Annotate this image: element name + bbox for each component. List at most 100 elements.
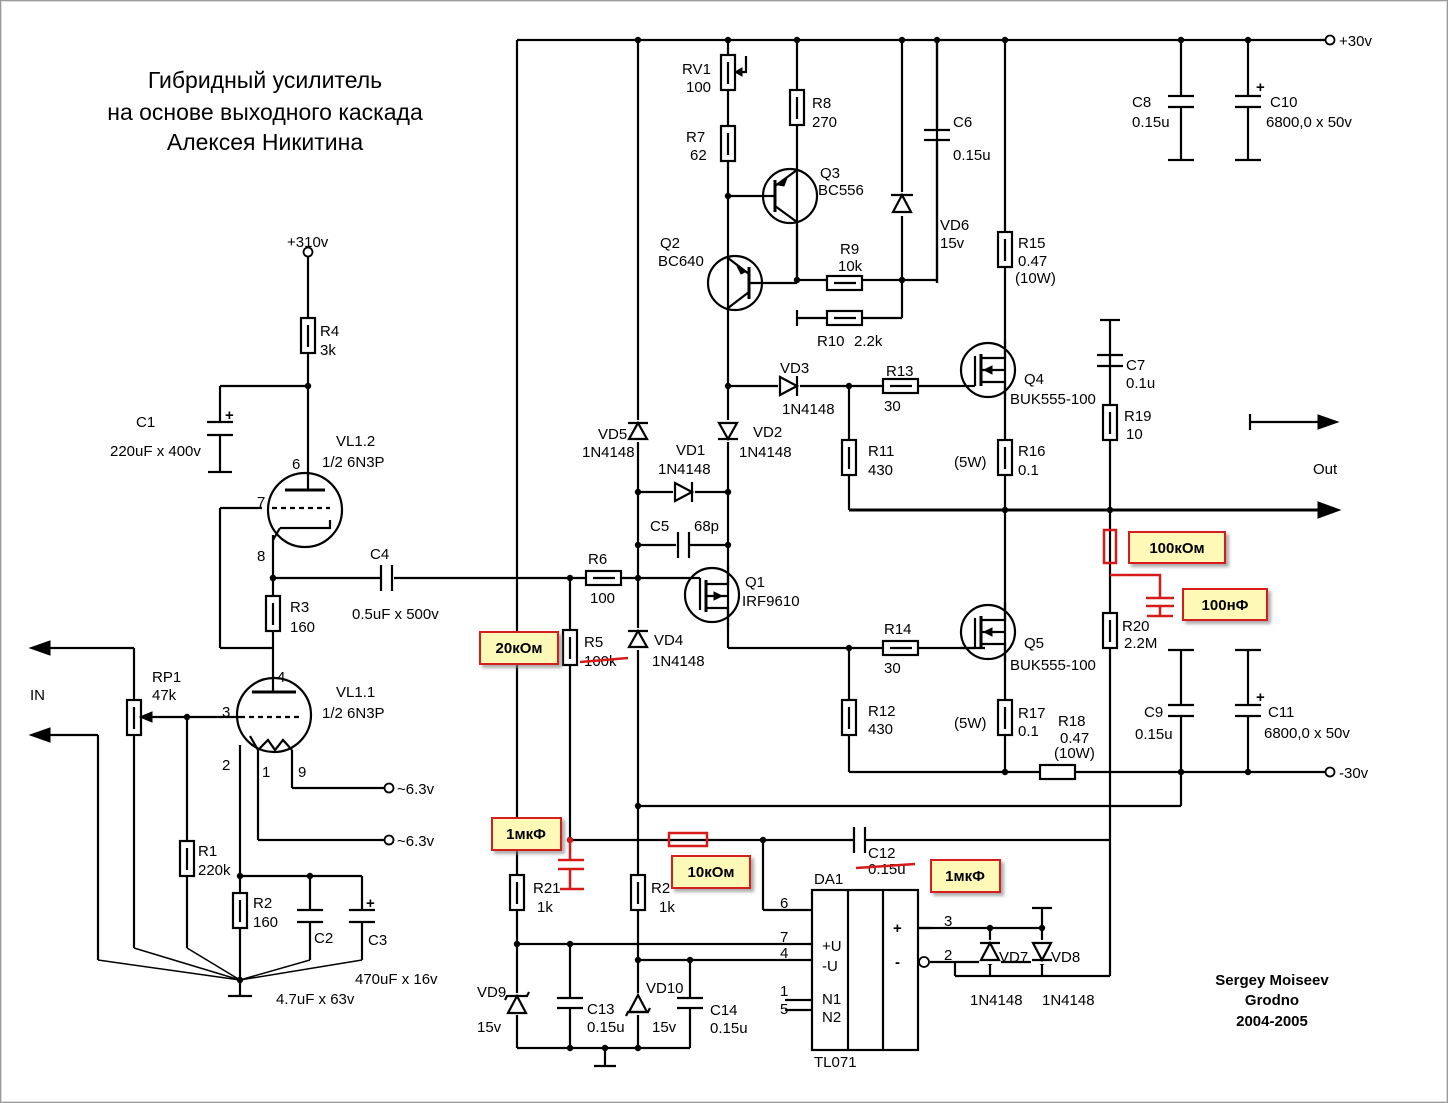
zener-vd9 <box>504 991 530 1015</box>
opamp-plus-u: +U <box>822 938 842 955</box>
vd2-name: VD2 <box>753 424 782 441</box>
c7-value: 0.1u <box>1126 375 1155 392</box>
q4-value: BUK555-100 <box>1010 391 1096 408</box>
transistor-q3 <box>761 167 819 225</box>
resistor-r7 <box>719 124 737 163</box>
vd10-name: VD10 <box>646 980 684 997</box>
r16-name: R16 <box>1018 443 1046 460</box>
opamp-n1: N1 <box>822 991 841 1008</box>
r22-name: R2 <box>651 880 670 897</box>
vl11-value: 1/2 6N3P <box>322 705 385 722</box>
vd1-value: 1N4148 <box>658 461 711 478</box>
resistor-r5 <box>561 628 579 667</box>
vl11-name: VL1.1 <box>336 684 375 701</box>
terminal-plus310: +310v <box>287 234 329 258</box>
annotation-6: 1мкФ <box>945 868 985 885</box>
resistor-r16 <box>996 438 1014 477</box>
r15-name: R15 <box>1018 235 1046 252</box>
resistor-r22 <box>629 873 647 912</box>
c6-name: C6 <box>953 114 972 131</box>
c14-value: 0.15u <box>710 1020 748 1037</box>
tube-vl11 <box>235 676 313 754</box>
author-city: Grodno <box>1245 992 1299 1009</box>
diode-vd7 <box>979 940 1001 964</box>
pin-opamp-3: 3 <box>944 913 952 930</box>
resistor-r2 <box>231 891 249 930</box>
r4-value: 3k <box>320 342 336 359</box>
resistor-r12 <box>840 698 858 737</box>
r12-name: R12 <box>868 703 896 720</box>
annotation-1: 100кОм <box>1149 540 1204 557</box>
terminal-minus30-icon <box>1324 766 1336 778</box>
pin-tube-8: 8 <box>257 548 265 565</box>
terminal-heater2-icon <box>383 834 395 846</box>
c6-value: 0.15u <box>953 147 991 164</box>
annotation-box-4 <box>491 817 562 851</box>
rp1-value: 47k <box>152 687 177 704</box>
r8-name: R8 <box>812 95 831 112</box>
rv1-name: RV1 <box>682 61 711 78</box>
c5-name: C5 <box>650 518 669 535</box>
resistor-r19 <box>1101 403 1119 442</box>
resistor-r8 <box>788 88 806 127</box>
pin-opamp-7: 7 <box>780 929 788 946</box>
in-label: IN <box>30 687 45 704</box>
r14-name: R14 <box>884 621 912 638</box>
pin-opamp-4: 4 <box>780 945 788 962</box>
title: Гибридный усилитель на основе выходного … <box>107 67 423 155</box>
rail-plus30-label: +30v <box>1339 33 1372 50</box>
pin-opamp-2: 2 <box>944 947 952 964</box>
q1-name: Q1 <box>745 574 765 591</box>
c1-value: 220uF x 400v <box>110 443 201 460</box>
q5-name: Q5 <box>1024 635 1044 652</box>
mosfet-q4 <box>959 340 1017 400</box>
vd6-value: 15v <box>940 235 965 252</box>
c7-name: C7 <box>1126 357 1145 374</box>
svg-text:+: + <box>1256 689 1265 706</box>
rp1-name: RP1 <box>152 669 181 686</box>
title-line-2: на основе выходного каскада <box>107 99 423 125</box>
r18-name: R18 <box>1058 713 1086 730</box>
diode-vd5 <box>627 420 649 442</box>
pin-tube-9: 9 <box>298 764 306 781</box>
r21-value: 1k <box>537 899 553 916</box>
r17-power: (5W) <box>954 715 987 732</box>
author-block: Sergey Moiseev Grodno 2004-2005 <box>1215 972 1329 1030</box>
r16-power: (5W) <box>954 454 987 471</box>
vl12-value: 1/2 6N3P <box>322 454 385 471</box>
capacitor-c8 <box>1168 94 1194 109</box>
terminal-heater: ~6.3v ~6.3v <box>383 781 435 850</box>
rv1-value: 100 <box>686 79 711 96</box>
pin-tube-3: 3 <box>222 704 230 721</box>
c12-value: 0.15u <box>868 861 906 878</box>
mosfet-q1 <box>683 566 741 626</box>
da1-name: DA1 <box>814 871 843 888</box>
title-line-1: Гибридный усилитель <box>148 67 382 93</box>
annotation-2: 100нФ <box>1202 597 1249 614</box>
c11-name: C11 <box>1268 704 1294 721</box>
capacitor-c7 <box>1097 353 1123 368</box>
opamp-minus-input: - <box>895 954 900 971</box>
opamp-plus-input: + <box>893 920 902 937</box>
out-arrow-icon <box>1248 414 1342 519</box>
rail-minus30-label: -30v <box>1339 765 1369 782</box>
annotation-box-1 <box>1128 531 1226 564</box>
pin-opamp-5: 5 <box>780 1001 788 1018</box>
r8-value: 270 <box>812 114 837 131</box>
author-name: Sergey Moiseev <box>1215 972 1329 989</box>
c13-name: C13 <box>587 1001 615 1018</box>
r10-value: 2.2k <box>854 333 883 350</box>
capacitor-c4 <box>379 565 394 593</box>
r4-name: R4 <box>320 323 339 340</box>
vd6-name: VD6 <box>940 217 969 234</box>
c12-name: C12 <box>868 845 896 862</box>
annotation-5: 10кОм <box>688 864 735 881</box>
r2-value: 160 <box>253 914 278 931</box>
resistor-r9 <box>825 274 864 292</box>
c3-value: 470uF x 16v <box>355 971 438 988</box>
r5-name: R5 <box>584 634 603 651</box>
diode-vd3 <box>778 375 800 397</box>
r16-value: 0.1 <box>1018 462 1039 479</box>
c4-name: C4 <box>370 546 389 563</box>
